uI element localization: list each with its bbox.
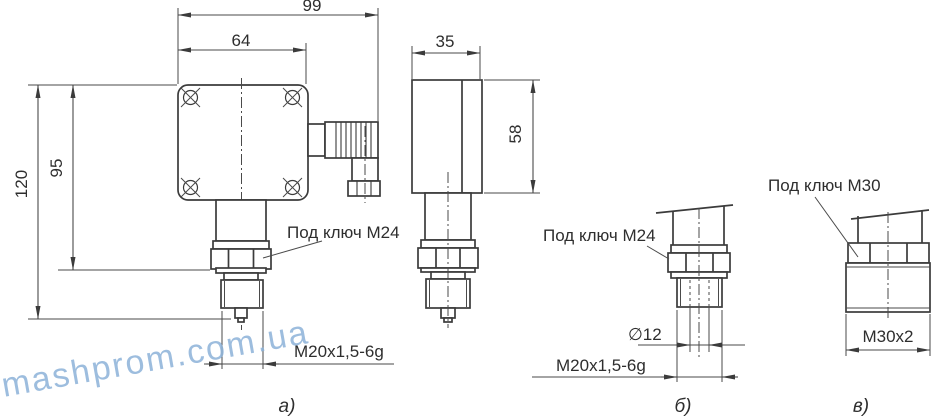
v-dimensions: M30x2 Под ключ М30 в): [768, 176, 931, 417]
housing-side: [411, 79, 483, 194]
nipple: [234, 307, 248, 319]
dim-58-label: 58: [506, 125, 525, 144]
cable-gland-nut: [347, 180, 381, 197]
wrench-note-v: Под ключ М30: [768, 176, 881, 195]
front-view: 99 64 120 95 M20x1,5-6g Под ключ М24 а): [12, 0, 400, 417]
dim-thread-front-label: M20x1,5-6g: [294, 342, 384, 361]
variant-v-view: M30x2 Под ключ М30 в): [768, 176, 931, 417]
wrench-note-front: Под ключ М24: [287, 223, 400, 242]
variant-b-view: ∅12 M20x1,5-6g Под ключ М24 б): [532, 204, 745, 417]
bore-hidden-lines: [689, 280, 710, 307]
housing-front: [177, 84, 309, 201]
dim-35-label: 35: [436, 32, 455, 51]
break-line-b: [655, 204, 734, 214]
dim-bore-label: ∅12: [628, 325, 662, 344]
corner-screws: [180, 87, 303, 198]
thread-m20: [220, 279, 264, 309]
dim-64-label: 64: [232, 31, 251, 50]
hex-nut-m24: [210, 248, 272, 270]
view-label-a: а): [279, 396, 296, 417]
dim-95-label: 95: [47, 159, 66, 178]
view-label-v: в): [853, 396, 869, 417]
dim-120-label: 120: [12, 170, 31, 198]
dim-thread-v-label: M30x2: [862, 327, 913, 346]
leader-wrench-m24-b: [646, 245, 670, 260]
view-label-b: б): [674, 396, 691, 417]
side-view: 35 58: [411, 32, 540, 328]
fitting-v: [845, 209, 931, 320]
neck: [215, 199, 267, 242]
fitting-b: [655, 204, 734, 358]
dim-thread-b-label: M20x1,5-6g: [556, 356, 646, 375]
front-dimensions: 99 64 120 95 M20x1,5-6g Под ключ М24 а): [12, 0, 400, 417]
cable-connector: [307, 121, 381, 203]
washer: [212, 240, 270, 250]
leader-wrench-m30: [814, 196, 859, 258]
leader-wrench-m24-front: [262, 240, 323, 259]
break-line-v: [850, 209, 930, 220]
b-dimensions: ∅12 M20x1,5-6g Под ключ М24 б): [532, 226, 745, 417]
side-dimensions: 35 58: [411, 32, 540, 194]
dim-99-label: 99: [303, 0, 322, 15]
wrench-note-b: Под ключ М24: [543, 226, 656, 245]
process-fitting-front: [210, 199, 272, 323]
